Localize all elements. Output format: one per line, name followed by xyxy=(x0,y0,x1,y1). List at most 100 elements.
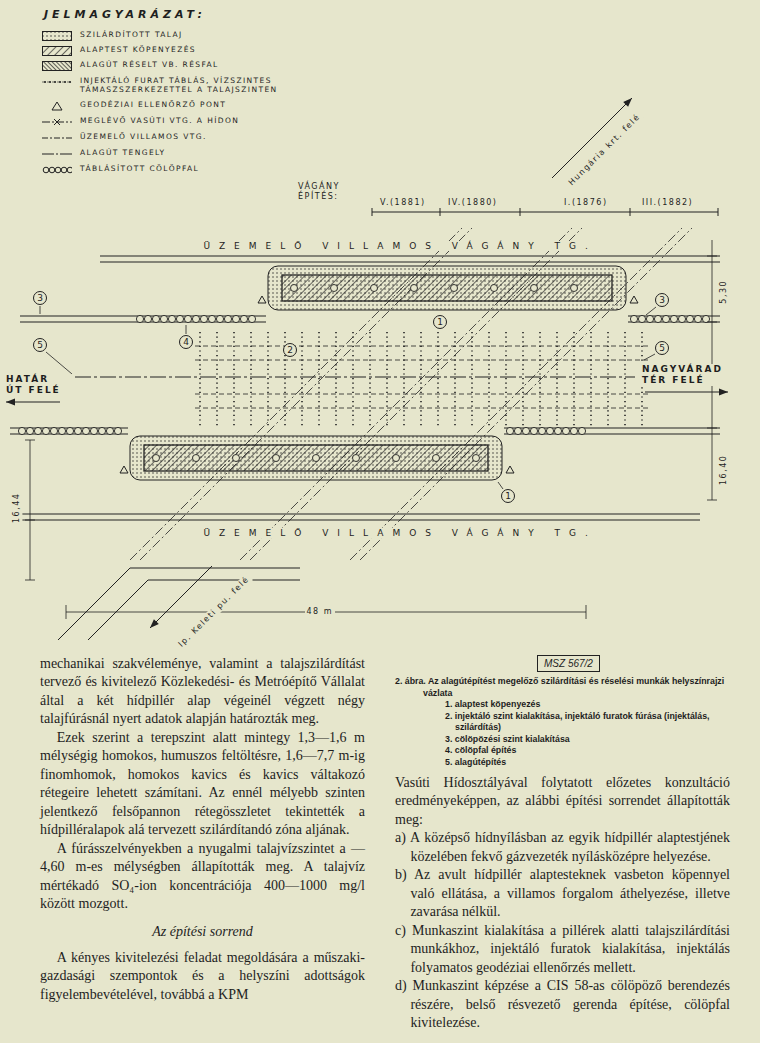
legend-text: MEGLÉVŐ VASÚTI VTG. A HÍDON xyxy=(80,116,239,125)
callout-circle: 1 xyxy=(433,315,447,329)
pile-wall xyxy=(34,427,41,434)
legend-swatch xyxy=(42,149,72,159)
pile-wall xyxy=(702,315,709,322)
pile xyxy=(331,285,338,292)
legend-swatch xyxy=(42,61,72,71)
callout-circle: 5 xyxy=(33,338,47,352)
legend-text: INJEKTÁLÓ FURAT TÁBLÁS, VÍZSZINTES TÁMAS… xyxy=(80,76,320,94)
injection-row xyxy=(195,408,648,409)
pile-wall xyxy=(506,427,513,434)
caption-item: 1. alaptest köpenyezés xyxy=(395,699,730,711)
pile-wall xyxy=(66,427,73,434)
year-label: I.(1876) xyxy=(562,198,610,208)
pile-wall xyxy=(514,427,521,434)
legend-text: ALAPTEST KÖPENYEZÉS xyxy=(80,45,196,54)
direction-label: Ip. Keleti pu. felé xyxy=(175,573,252,650)
geodetic-point xyxy=(506,466,514,473)
body-paragraph: Ezek szerint a terepszint alatt mintegy … xyxy=(40,729,365,840)
pile-wall xyxy=(538,427,545,434)
dimension-tick xyxy=(586,605,587,619)
pile-wall xyxy=(58,427,65,434)
direction-arrow-head xyxy=(719,389,728,396)
section-heading: Az építési sorrend xyxy=(40,923,365,941)
node-text: MSZ 567/2 xyxy=(544,658,593,669)
dimension-tick xyxy=(707,256,717,257)
legend-text: TÁBLÁSÍTOTT CÖLÖPFAL xyxy=(80,164,199,173)
pile xyxy=(193,455,200,462)
legend-row: GEODÉZIAI ELLENŐRZŐ PONT xyxy=(42,100,342,111)
leader-line xyxy=(644,354,655,360)
tram-track xyxy=(20,520,700,521)
pile-wall xyxy=(184,315,191,322)
pile-wall xyxy=(144,315,151,322)
year-label: V.(1881) xyxy=(378,198,428,208)
dimension-tick xyxy=(25,580,35,581)
callout-circle: 4 xyxy=(179,335,193,349)
pile xyxy=(571,285,578,292)
direction-label: HATÁR ÚT FELÉ xyxy=(4,374,72,396)
pile-wall xyxy=(216,315,223,322)
pile xyxy=(291,285,298,292)
injection-holes xyxy=(233,332,235,428)
pile-wall xyxy=(678,315,685,322)
pile xyxy=(371,285,378,292)
tunnel-axis xyxy=(75,377,635,378)
dimension: 16,40 xyxy=(719,453,729,487)
pile-wall xyxy=(192,315,199,322)
pile-wall xyxy=(654,315,661,322)
pile xyxy=(393,455,400,462)
pile xyxy=(433,455,440,462)
pile-wall xyxy=(530,427,537,434)
legend-swatch xyxy=(42,117,72,127)
pile-wall xyxy=(232,315,239,322)
legend-row: INJEKTÁLÓ FURAT TÁBLÁS, VÍZSZINTES TÁMAS… xyxy=(42,76,342,94)
pile-wall xyxy=(630,315,637,322)
figure-caption-block: 2. ábra. Az alagútépítést megelőző szilá… xyxy=(395,676,730,768)
geodetic-point xyxy=(120,466,128,473)
figure-code-box: MSZ 567/2 xyxy=(537,655,600,672)
node-text: 3 xyxy=(37,294,43,303)
timeline-tick xyxy=(630,208,631,216)
pile-wall xyxy=(224,315,231,322)
year-label: III.(1882) xyxy=(640,198,695,208)
timeline-tick xyxy=(372,208,373,216)
dimension: 48 m xyxy=(305,607,336,617)
geodetic-point xyxy=(258,296,266,303)
legend-swatch xyxy=(42,165,72,175)
list-item: c) Munkaszint kialakítása a pillérek ala… xyxy=(395,922,730,977)
pile xyxy=(353,455,360,462)
body-paragraph: Vasúti Hídosztályával folytatott előzete… xyxy=(395,774,730,829)
pile xyxy=(153,455,160,462)
track-label: ÜZEMELŐ VILLAMOS VÁGÁNY TG. xyxy=(202,528,599,539)
legend-row: TÁBLÁSÍTOTT CÖLÖPFAL xyxy=(42,164,342,175)
caption-item: 3. cölöpözési szint kialakítása xyxy=(395,734,730,746)
tram-track xyxy=(100,256,720,257)
legend-row: ÜZEMELŐ VILLAMOS VTG. xyxy=(42,132,342,143)
body-paragraph: mechanikai szakvéleménye, valamint a tal… xyxy=(40,655,365,729)
callout-circle: 3 xyxy=(33,291,47,305)
foundation-jacket xyxy=(282,275,612,301)
dimension-tick xyxy=(66,605,67,619)
pile-wall xyxy=(106,427,113,434)
text-column: mechanikai szakvéleménye, valamint a tal… xyxy=(40,655,365,1004)
pile-wall xyxy=(208,315,215,322)
leader-line xyxy=(498,482,503,489)
node-text: 3 xyxy=(659,296,665,305)
pile xyxy=(411,285,418,292)
direction-arrow-head xyxy=(6,399,15,406)
legend-swatch xyxy=(42,77,72,87)
pile-wall xyxy=(136,315,143,322)
stabilised-soil xyxy=(130,436,502,480)
legend-row: MEGLÉVŐ VASÚTI VTG. A HÍDON xyxy=(42,116,342,127)
pile xyxy=(451,285,458,292)
injection-holes xyxy=(488,332,490,428)
pile-wall xyxy=(686,315,693,322)
pile xyxy=(313,455,320,462)
injection-holes xyxy=(369,332,371,428)
pile-wall xyxy=(168,315,175,322)
pile-wall xyxy=(176,315,183,322)
stabilised-soil xyxy=(268,266,626,310)
timeline-tick xyxy=(440,208,441,216)
foundation-jacket xyxy=(144,445,488,471)
